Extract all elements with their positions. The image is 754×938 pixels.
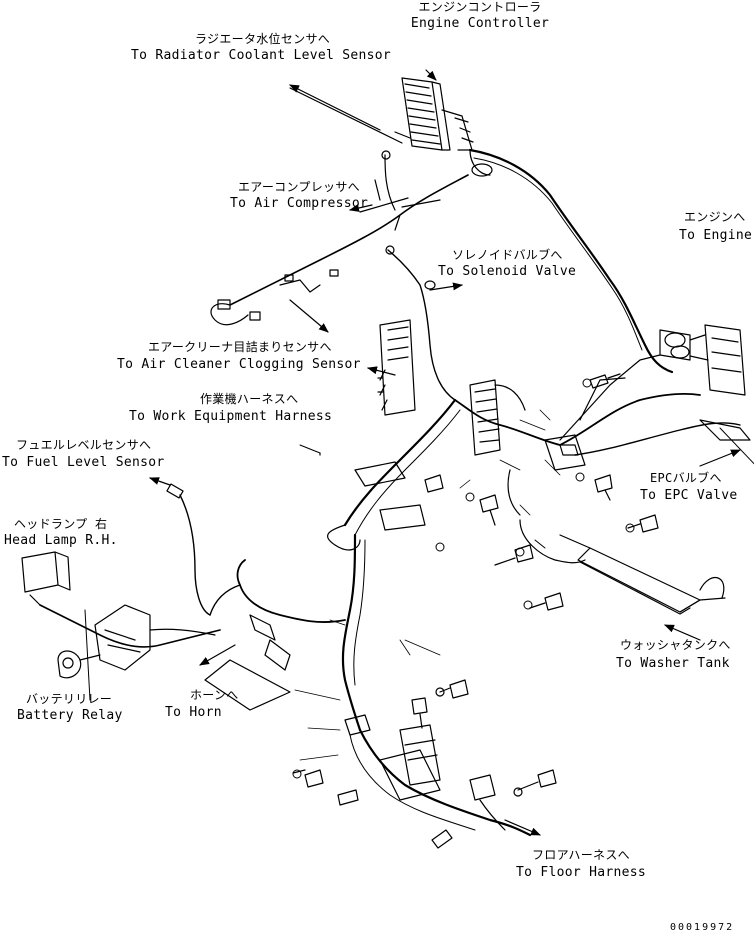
bolt	[479, 494, 499, 526]
battery-relay-label-jp: バッテリリレー	[26, 692, 113, 706]
air-compressor-label-jp: エアーコンプレッサへ	[238, 180, 360, 194]
engine-controller	[401, 69, 474, 151]
washer-tank-label-jp: ウォッシャタンクへ	[620, 638, 731, 652]
floor-harness-label-en: To Floor Harness	[516, 865, 647, 880]
epc-valve-label-jp: EPCバルブへ	[650, 471, 722, 485]
bolt	[435, 679, 469, 699]
head-lamp	[21, 551, 71, 606]
washer-tank-bracket	[559, 534, 726, 615]
radiator-sensor-label-en: To Radiator Coolant Level Sensor	[131, 48, 392, 63]
air-cleaner-connector-block	[377, 319, 416, 416]
bolt	[589, 373, 621, 389]
work-equipment-label-jp: 作業機ハーネスへ	[200, 392, 299, 406]
work-equipment-label-en: To Work Equipment Harness	[129, 409, 333, 424]
engine-controller-label-en: Engine Controller	[410, 16, 550, 31]
solenoid-valve-label-jp: ソレノイドバルブへ	[452, 248, 563, 262]
engine-label-jp: エンジンへ	[684, 210, 746, 224]
bolt	[529, 592, 564, 611]
engine-connector	[659, 324, 746, 396]
bolt	[292, 769, 324, 788]
bolt	[513, 769, 557, 797]
floor-harness-label-jp: フロアハーネスへ	[532, 848, 630, 862]
air-compressor-label-en: To Air Compressor	[230, 196, 369, 211]
air-cleaner-label-jp: エアークリーナ目詰まりセンサへ	[148, 340, 332, 354]
drawing-code: 00019972	[670, 922, 735, 933]
battery-relay	[57, 650, 101, 679]
bolt	[594, 474, 613, 501]
horn-label-en: To Horn	[165, 705, 222, 720]
radiator-sensor-label-jp: ラジエータ水位センサへ	[195, 32, 331, 46]
epc-valve-label-en: To EPC Valve	[640, 488, 738, 503]
fuel-level-label-en: To Fuel Level Sensor	[2, 455, 165, 470]
bolt	[411, 697, 428, 729]
bolt	[337, 789, 359, 806]
center-junction	[469, 379, 526, 456]
engine-controller-label-jp: エンジンコントローラ	[418, 0, 542, 14]
left-main-harness	[343, 398, 457, 527]
bolt	[494, 544, 534, 566]
epc-connector	[544, 434, 586, 471]
washer-tank-label-en: To Washer Tank	[616, 656, 730, 671]
battery-relay-label-en: Battery Relay	[17, 708, 123, 723]
main-harness-trunk	[468, 148, 674, 374]
head-lamp-label-en: Head Lamp R.H.	[4, 533, 118, 548]
horn-label-jp: ホーンへ	[190, 688, 239, 702]
engine-label-en: To Engine	[679, 228, 753, 243]
solenoid-valve-label-en: To Solenoid Valve	[438, 264, 577, 279]
bolt	[431, 829, 453, 849]
air-cleaner-label-en: To Air Cleaner Clogging Sensor	[117, 357, 361, 372]
fuel-level-label-jp: フュエルレベルセンサへ	[16, 438, 152, 452]
head-lamp-label-jp: ヘッドランプ 右	[14, 517, 108, 531]
bolt	[627, 514, 659, 533]
